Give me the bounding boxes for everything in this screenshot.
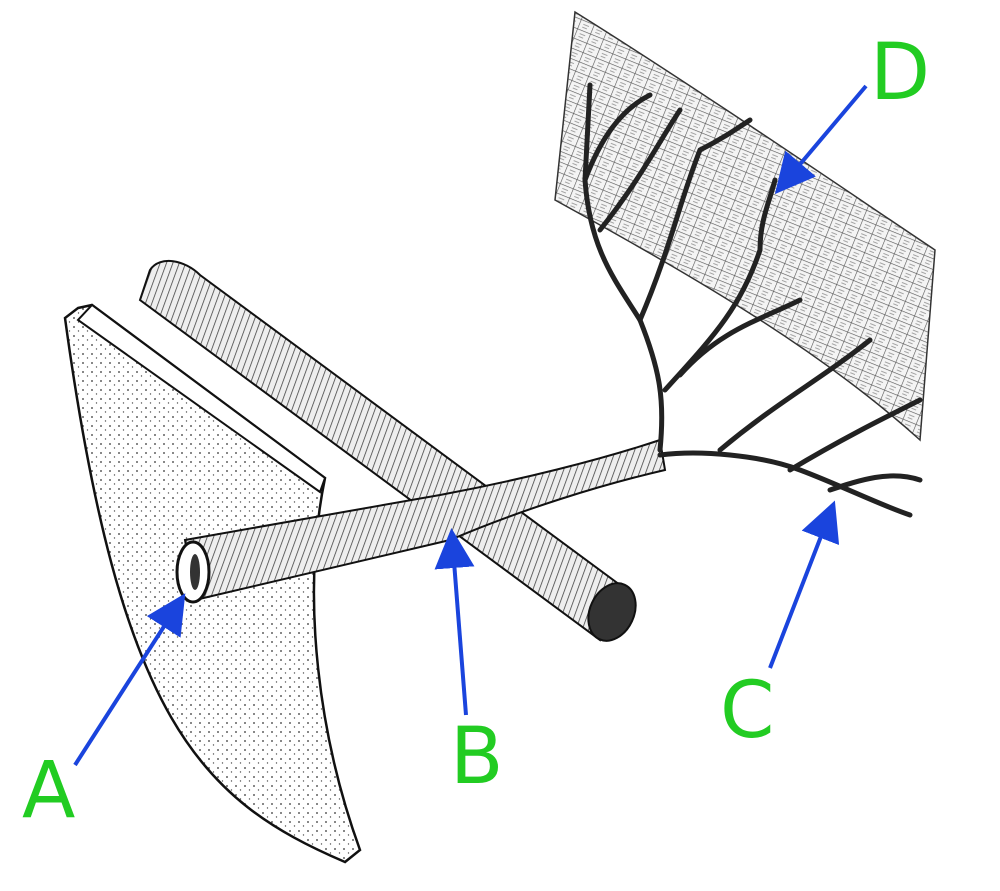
label-d: D xyxy=(870,28,931,118)
muscle-tissue-band xyxy=(554,10,936,442)
label-b: B xyxy=(450,712,504,802)
label-c: C xyxy=(720,666,775,756)
label-a: A xyxy=(22,746,76,836)
tracheole-branches xyxy=(582,82,923,518)
arrow-b xyxy=(434,528,475,716)
arrow-a xyxy=(73,593,186,767)
main-trachea xyxy=(183,438,667,602)
arrow-d xyxy=(774,84,868,195)
arrow-c xyxy=(768,500,840,669)
